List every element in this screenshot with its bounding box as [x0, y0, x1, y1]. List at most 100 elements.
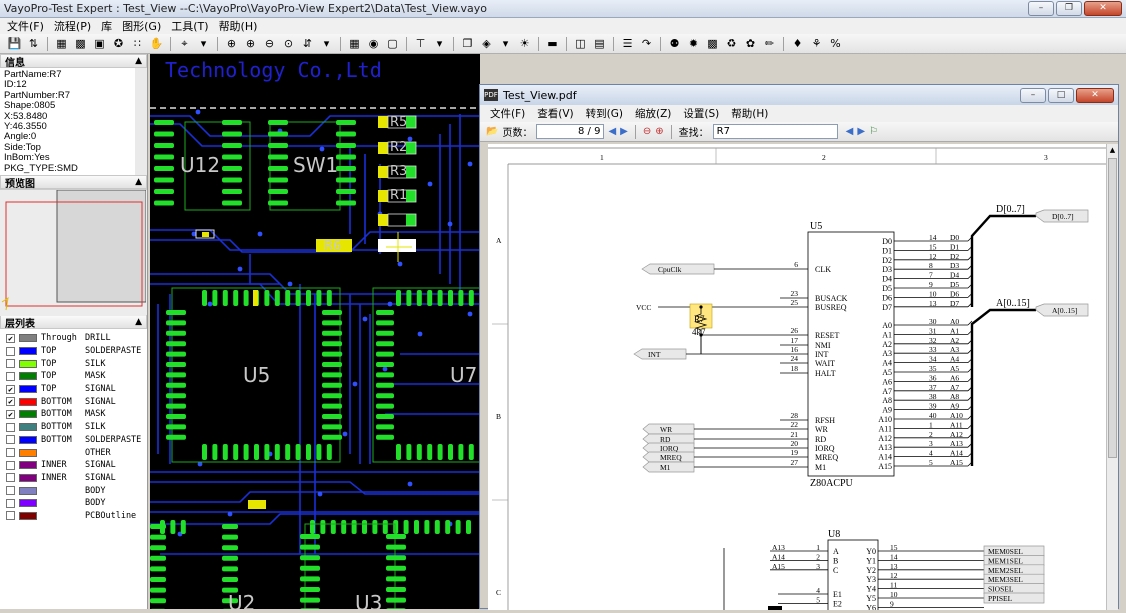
pdf-menu-view[interactable]: 查看(V)	[531, 106, 579, 121]
pcb-component-label[interactable]: R1	[390, 188, 407, 203]
collapse-icon[interactable]: ▲	[135, 317, 142, 327]
probe-icon[interactable]: ✿	[742, 36, 759, 52]
pdf-menu-goto[interactable]: 转到(G)	[580, 106, 629, 121]
menu-process[interactable]: 流程(P)	[49, 18, 96, 34]
pcb-component-label[interactable]: U3	[355, 591, 382, 609]
layer-row[interactable]: PCBOutline	[0, 510, 147, 523]
layer-icon[interactable]: ▣	[91, 36, 108, 52]
percent-icon[interactable]: %	[827, 36, 844, 52]
pdf-close-button[interactable]: ✕	[1076, 88, 1114, 103]
export-icon[interactable]: ↷	[638, 36, 655, 52]
dropdown2-icon[interactable]: ▾	[318, 36, 335, 52]
maximize-button[interactable]: ❐	[1056, 1, 1082, 16]
layer-checkbox[interactable]	[6, 473, 15, 482]
next-page-icon[interactable]: ▶	[620, 126, 628, 137]
layer-checkbox[interactable]	[6, 347, 15, 356]
layer-checkbox[interactable]	[6, 448, 15, 457]
pdf-maximize-button[interactable]: □	[1048, 88, 1074, 103]
mode-icon[interactable]: ⌖	[176, 36, 193, 52]
find-prev-icon[interactable]: ◀	[846, 126, 854, 137]
layer-checkbox[interactable]	[6, 486, 15, 495]
ruler-icon[interactable]: ▬	[544, 36, 561, 52]
minimize-button[interactable]: –	[1028, 1, 1054, 16]
tag-icon[interactable]: ◈	[478, 36, 495, 52]
scroll-up-icon[interactable]: ▲	[1107, 144, 1118, 156]
layer-checkbox[interactable]	[6, 499, 15, 508]
menu-help[interactable]: 帮助(H)	[214, 18, 263, 34]
list-icon[interactable]: ☰	[619, 36, 636, 52]
layer-row[interactable]: BODY	[0, 484, 147, 497]
pcb-component-label[interactable]: R2	[390, 140, 407, 155]
zoom-out-icon[interactable]: ⊖	[643, 126, 651, 137]
layer-checkbox[interactable]	[6, 435, 15, 444]
zoom-in-icon[interactable]: ⊕	[655, 126, 663, 137]
scroll-thumb[interactable]	[1108, 158, 1117, 458]
pan-icon[interactable]: ⇵	[299, 36, 316, 52]
pdf-menu-file[interactable]: 文件(F)	[484, 106, 531, 121]
hand-icon[interactable]: ✋	[148, 36, 165, 52]
compare-icon[interactable]: ◫	[572, 36, 589, 52]
layer-row[interactable]: BODY	[0, 497, 147, 510]
pcb-component-label[interactable]: R6	[324, 239, 341, 254]
pcb-component-label[interactable]: U2	[228, 591, 255, 609]
open-folder-icon[interactable]: 📂	[486, 126, 498, 137]
pcb-component-label[interactable]: SW1	[293, 153, 338, 177]
route-icon[interactable]: ♻	[723, 36, 740, 52]
prev-page-icon[interactable]: ◀	[608, 126, 616, 137]
layer-checkbox[interactable]	[6, 359, 15, 368]
layer-checkbox[interactable]	[6, 511, 15, 520]
bulb-icon[interactable]: ☀	[516, 36, 533, 52]
collapse-icon[interactable]: ▲	[135, 177, 142, 187]
select-icon[interactable]: ▦	[346, 36, 363, 52]
layer-row[interactable]: OTHER	[0, 446, 147, 459]
dropdown-icon[interactable]: ▾	[195, 36, 212, 52]
tree-icon[interactable]: ⚘	[808, 36, 825, 52]
pdf-vertical-scrollbar[interactable]: ▲	[1106, 144, 1118, 610]
pen-icon[interactable]: ✏	[761, 36, 778, 52]
zoom-fit-icon[interactable]: ⊙	[280, 36, 297, 52]
menu-graphics[interactable]: 图形(G)	[117, 18, 166, 34]
drill-icon[interactable]: ∷	[129, 36, 146, 52]
board-icon[interactable]: ▩	[704, 36, 721, 52]
dropdown4-icon[interactable]: ▾	[497, 36, 514, 52]
layer-checkbox[interactable]: ✔	[6, 410, 15, 419]
preview-pane[interactable]	[0, 189, 147, 315]
layer-checkbox[interactable]	[6, 423, 15, 432]
dropdown3-icon[interactable]: ▾	[431, 36, 448, 52]
pdf-menu-help[interactable]: 帮助(H)	[725, 106, 774, 121]
import-icon[interactable]: ⇅	[25, 36, 42, 52]
page-input[interactable]: 8 / 9	[536, 124, 604, 139]
report-icon[interactable]: ▤	[591, 36, 608, 52]
find-options-icon[interactable]: ⚐	[869, 126, 878, 137]
pdf-menu-settings[interactable]: 设置(S)	[677, 106, 725, 121]
copy-icon[interactable]: ❐	[459, 36, 476, 52]
component-icon[interactable]: ▩	[72, 36, 89, 52]
collapse-icon[interactable]: ▲	[135, 56, 142, 66]
zoom-out-icon[interactable]: ⊖	[261, 36, 278, 52]
menu-file[interactable]: 文件(F)	[2, 18, 49, 34]
zoom-in-icon[interactable]: ⊕	[223, 36, 240, 52]
frame-icon[interactable]: ▢	[384, 36, 401, 52]
zoom-area-icon[interactable]: ⊕	[242, 36, 259, 52]
hash-icon[interactable]: ♦	[789, 36, 806, 52]
find-input[interactable]: R7	[713, 124, 838, 139]
target-icon[interactable]: ◉	[365, 36, 382, 52]
pcb-component-label[interactable]: U7	[450, 363, 477, 387]
net-icon[interactable]: ✪	[110, 36, 127, 52]
chip-icon[interactable]: ✹	[685, 36, 702, 52]
grid-icon[interactable]: ▦	[53, 36, 70, 52]
layer-checkbox[interactable]	[6, 461, 15, 470]
pcb-component-label[interactable]: R5	[390, 115, 407, 130]
